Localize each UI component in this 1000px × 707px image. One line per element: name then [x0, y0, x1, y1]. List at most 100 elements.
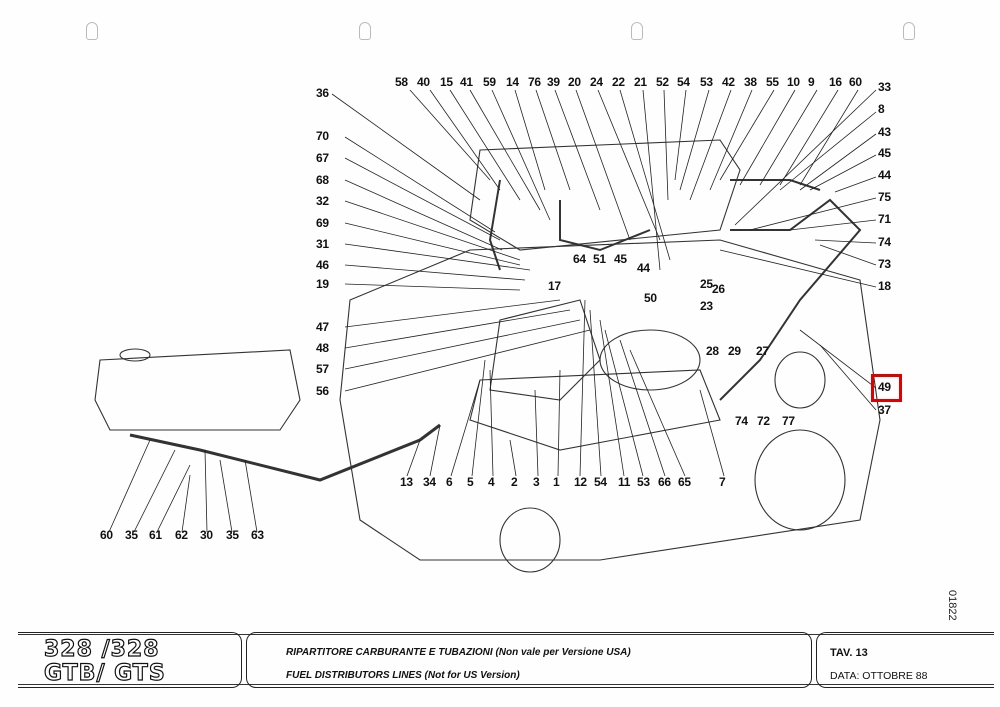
callout-label[interactable]: 46 [316, 258, 329, 272]
callout-label[interactable]: 24 [590, 75, 603, 89]
engine-intake-plenum [469, 139, 741, 251]
callout-label[interactable]: 56 [316, 384, 329, 398]
description-box [246, 632, 812, 688]
callout-label[interactable]: 70 [316, 129, 329, 143]
callout-label[interactable]: 31 [316, 237, 329, 251]
callout-label[interactable]: 37 [878, 403, 891, 417]
callout-label[interactable]: 4 [488, 475, 495, 489]
callout-label[interactable]: 64 [573, 252, 586, 266]
callout-label[interactable]: 65 [678, 475, 691, 489]
highlighted-callout-box[interactable] [871, 374, 902, 402]
callout-label[interactable]: 60 [849, 75, 862, 89]
callout-label[interactable]: 77 [782, 414, 795, 428]
model-logo-line1: 328 /328 [43, 637, 160, 662]
callout-label[interactable]: 63 [251, 528, 264, 542]
callout-label[interactable]: 75 [878, 190, 891, 204]
callout-label[interactable]: 10 [787, 75, 800, 89]
callout-label[interactable]: 16 [829, 75, 842, 89]
callout-label[interactable]: 11 [618, 475, 631, 489]
callout-label[interactable]: 12 [574, 475, 587, 489]
callout-label[interactable]: 1 [553, 475, 560, 489]
callout-label[interactable]: 60 [100, 528, 113, 542]
callout-label[interactable]: 17 [548, 279, 561, 293]
callout-label[interactable]: 26 [712, 282, 725, 296]
callout-label[interactable]: 9 [808, 75, 815, 89]
callout-label[interactable]: 62 [175, 528, 188, 542]
callout-label[interactable]: 27 [756, 344, 769, 358]
crank-pulley [754, 429, 846, 531]
callout-label[interactable]: 74 [735, 414, 748, 428]
engine-block [339, 239, 881, 561]
callout-label[interactable]: 2 [511, 475, 518, 489]
distributor-base-plate [469, 369, 721, 451]
title-english: FUEL DISTRIBUTORS LINES (Not for US Vers… [286, 670, 520, 681]
callout-label[interactable]: 38 [744, 75, 757, 89]
callout-label[interactable]: 61 [149, 528, 162, 542]
callout-label[interactable]: 66 [658, 475, 671, 489]
callout-label[interactable]: 44 [637, 261, 650, 275]
fuel-tank [94, 349, 301, 431]
callout-label[interactable]: 67 [316, 151, 329, 165]
callout-label[interactable]: 71 [878, 212, 891, 226]
callout-label[interactable]: 8 [878, 102, 885, 116]
callout-label[interactable]: 43 [878, 125, 891, 139]
callout-label[interactable]: 74 [878, 235, 891, 249]
injector-line [488, 179, 501, 271]
callout-label[interactable]: 58 [395, 75, 408, 89]
callout-label[interactable]: 15 [440, 75, 453, 89]
callout-label[interactable]: 22 [612, 75, 625, 89]
callout-label[interactable]: 41 [460, 75, 473, 89]
callout-label[interactable]: 53 [700, 75, 713, 89]
callout-label[interactable]: 54 [677, 75, 690, 89]
callout-label[interactable]: 30 [200, 528, 213, 542]
callout-label[interactable]: 76 [528, 75, 541, 89]
callout-label[interactable]: 50 [644, 291, 657, 305]
callout-label[interactable]: 18 [878, 279, 891, 293]
callout-label[interactable]: 45 [614, 252, 627, 266]
callout-label[interactable]: 35 [125, 528, 138, 542]
callout-label[interactable]: 19 [316, 277, 329, 291]
callout-label[interactable]: 14 [506, 75, 519, 89]
callout-label[interactable]: 7 [719, 475, 726, 489]
callout-label[interactable]: 28 [706, 344, 719, 358]
callout-label[interactable]: 13 [400, 475, 413, 489]
callout-label[interactable]: 48 [316, 341, 329, 355]
callout-label[interactable]: 39 [547, 75, 560, 89]
callout-label[interactable]: 57 [316, 362, 329, 376]
punch-hole [86, 22, 98, 40]
callout-label[interactable]: 51 [593, 252, 606, 266]
callout-label[interactable]: 45 [878, 146, 891, 160]
callout-label[interactable]: 34 [423, 475, 436, 489]
callout-label[interactable]: 40 [417, 75, 430, 89]
callout-label[interactable]: 25 [700, 277, 713, 291]
callout-label[interactable]: 33 [878, 80, 891, 94]
callout-label[interactable]: 3 [533, 475, 540, 489]
model-box: 328 /328 GTB/ GTS [18, 632, 242, 688]
callout-label[interactable]: 55 [766, 75, 779, 89]
callout-label[interactable]: 73 [878, 257, 891, 271]
callout-label-highlighted[interactable]: 49 [878, 380, 891, 394]
callout-label[interactable]: 29 [728, 344, 741, 358]
title-block-bottom-rule [18, 684, 994, 685]
callout-label[interactable]: 69 [316, 216, 329, 230]
callout-label[interactable]: 47 [316, 320, 329, 334]
callout-label[interactable]: 53 [637, 475, 650, 489]
callout-label[interactable]: 59 [483, 75, 496, 89]
callout-label[interactable]: 36 [316, 86, 329, 100]
callout-label[interactable]: 23 [700, 299, 713, 313]
callout-label[interactable]: 42 [722, 75, 735, 89]
callout-label[interactable]: 72 [757, 414, 770, 428]
callout-label[interactable]: 6 [446, 475, 453, 489]
plate-number: TAV. 13 [830, 647, 868, 659]
callout-label[interactable]: 21 [634, 75, 647, 89]
callout-label[interactable]: 5 [467, 475, 474, 489]
callout-label[interactable]: 54 [594, 475, 607, 489]
callout-label[interactable]: 32 [316, 194, 329, 208]
callout-label[interactable]: 68 [316, 173, 329, 187]
callout-label[interactable]: 52 [656, 75, 669, 89]
callout-label[interactable]: 44 [878, 168, 891, 182]
fuel-line [129, 423, 441, 482]
callout-label[interactable]: 20 [568, 75, 581, 89]
title-italian: RIPARTITORE CARBURANTE E TUBAZIONI (Non … [286, 647, 631, 658]
callout-label[interactable]: 35 [226, 528, 239, 542]
